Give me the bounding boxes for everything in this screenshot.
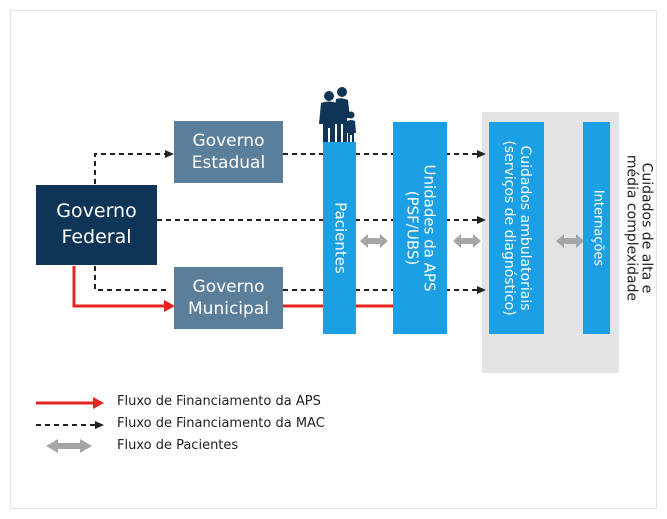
governo-estadual-line1: Governo: [192, 130, 265, 151]
cuidados-ambulatoriais-bar: Cuidados ambulatoriais (serviços de diag…: [489, 122, 544, 334]
governo-federal-line1: Governo: [56, 200, 137, 223]
family-icon: [319, 87, 356, 142]
legend-patient-label: Fluxo de Pacientes: [117, 438, 239, 453]
pacientes-bar: Pacientes: [323, 142, 356, 334]
pacientes-label: Pacientes: [331, 202, 350, 274]
cuidados-ambulatoriais-line1: Cuidados ambulatoriais: [516, 145, 533, 311]
patient-flow-arrows: [360, 234, 584, 248]
mac-side-line1: Cuidados de alta e: [638, 162, 655, 294]
governo-municipal-line1: Governo: [192, 276, 265, 297]
governo-estadual-box: Governo Estadual: [174, 121, 283, 183]
mac-side-label: Cuidados de alta e média complexidade: [618, 122, 658, 334]
internacoes-label: Internações: [589, 189, 605, 267]
unidades-aps-bar: Unidades da APS (PSF/UBS): [393, 122, 447, 334]
cuidados-ambulatoriais-line2: (serviços de diagnóstico): [500, 140, 517, 316]
internacoes-bar: Internações: [583, 122, 610, 334]
unidades-aps-line2: (PSF/UBS): [403, 190, 421, 266]
mac-arrowheads: [165, 150, 486, 294]
mac-side-text: Cuidados de alta e média complexidade: [623, 155, 654, 301]
governo-municipal-box: Governo Municipal: [174, 267, 283, 329]
governo-federal-box: Governo Federal: [36, 185, 157, 265]
cuidados-ambulatoriais-label: Cuidados ambulatoriais (serviços de diag…: [500, 140, 533, 316]
governo-municipal-line2: Municipal: [188, 299, 269, 319]
governo-estadual-line2: Estadual: [191, 153, 266, 173]
legend-aps-symbol: [36, 397, 104, 409]
diagram-frame: [10, 10, 657, 509]
unidades-aps-label: Unidades da APS (PSF/UBS): [403, 164, 438, 291]
legend-patient-symbol: [46, 439, 92, 453]
unidades-aps-line1: Unidades da APS: [420, 164, 439, 292]
legend-mac-symbol: [36, 421, 104, 429]
legend-mac-label: Fluxo de Financiamento da MAC: [117, 416, 325, 431]
legend-aps-label: Fluxo de Financiamento da APS: [117, 394, 321, 409]
mac-side-line2: média complexidade: [623, 154, 639, 302]
governo-federal-line2: Federal: [61, 226, 132, 248]
